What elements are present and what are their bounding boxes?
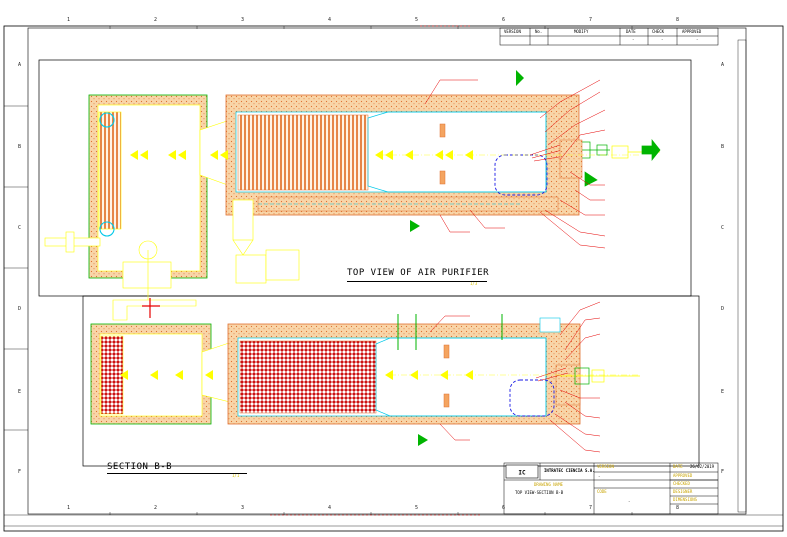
tube-bank-section [239,340,377,414]
grid-row-a-right: A [721,62,725,68]
company-logo [505,464,539,479]
heat-exchanger-section [100,335,124,415]
rev-header-version: VERSION [504,29,521,34]
sheet-frame [3,25,784,532]
section-view-drawing [90,298,640,453]
grid-row-e: E [18,389,22,395]
section-view-scale: 1/1 [232,473,240,478]
checked-label: CHECKED [673,481,690,486]
grid-col-3: 3 [241,17,245,23]
rev-row-check: - [661,37,664,42]
grid-col-8: 8 [676,17,680,23]
heat-exchanger-top [98,111,122,230]
top-view-drawing [44,70,661,300]
burner-section [509,379,555,417]
rev-row-approved: - [696,37,699,42]
rev-header-no: No. [535,29,543,34]
drawing-name-value: TOP VIEW-SECTION B-B [515,490,564,495]
grid-row-f: F [18,469,22,475]
revision-table-frame [499,27,719,46]
top-view-scale: 1/3 [470,281,478,286]
code-label: CODE [597,489,607,494]
grid-col-2: 2 [154,17,158,23]
company-name: INTRATEC CIENCIA S.A. [544,468,595,473]
version-value: - [598,474,601,479]
rev-header-modify: MODIFY [574,29,589,34]
grid-col-6-bottom: 6 [502,505,506,511]
grid-row-c-right: C [721,225,725,231]
callouts-section [429,301,601,453]
grid-col-7: 7 [589,17,593,23]
code-value: - [628,499,631,504]
grid-col-8-bottom: 8 [676,505,680,511]
section-marker-top [410,70,524,232]
rev-header-check: CHECK [652,29,665,34]
grid-col-2-bottom: 2 [154,505,158,511]
grid-col-7-bottom: 7 [589,505,593,511]
rev-row-date: - [632,37,635,42]
drawing-name-label: DRAWING NAME [534,482,563,487]
grid-row-b: B [18,144,22,150]
date-value: 26/02/2019 [690,464,715,469]
grid-row-f-right: F [721,469,725,475]
tube-bank-top [237,114,369,191]
grid-col-5-bottom: 5 [415,505,419,511]
grid-row-e-right: E [721,389,725,395]
grid-col-1-bottom: 1 [67,505,71,511]
version-label: VERSION [597,464,614,469]
top-view-title: TOP VIEW OF AIR PURIFIER [347,268,490,278]
grid-col-4-bottom: 4 [328,505,332,511]
grid-row-a: A [18,62,22,68]
svg-text:IC: IC [518,470,526,477]
grid-row-d: D [18,306,22,312]
callouts-top [424,79,606,249]
rev-header-approved: APPROVED [682,29,702,34]
rev-header-date: DATE [626,29,636,34]
dimensions-label: DIMENSIONS [673,497,698,502]
approved-label: APPROVED [673,473,693,478]
top-view-title-underline [347,281,487,282]
section-view-title: SECTION B-B [107,462,173,472]
grid-col-5: 5 [415,17,419,23]
title-block-frame [503,462,719,515]
designer-label: DESIGNER [673,489,693,494]
grid-row-c: C [18,225,22,231]
grid-col-4: 4 [328,17,332,23]
grid-col-3-bottom: 3 [241,505,245,511]
grid-col-6: 6 [502,17,506,23]
grid-col-1: 1 [67,17,71,23]
grid-row-d-right: D [721,306,725,312]
section-view-title-underline [107,473,247,474]
grid-row-b-right: B [721,144,725,150]
date-label: DATE [673,464,683,469]
section-view-frame [82,295,700,467]
